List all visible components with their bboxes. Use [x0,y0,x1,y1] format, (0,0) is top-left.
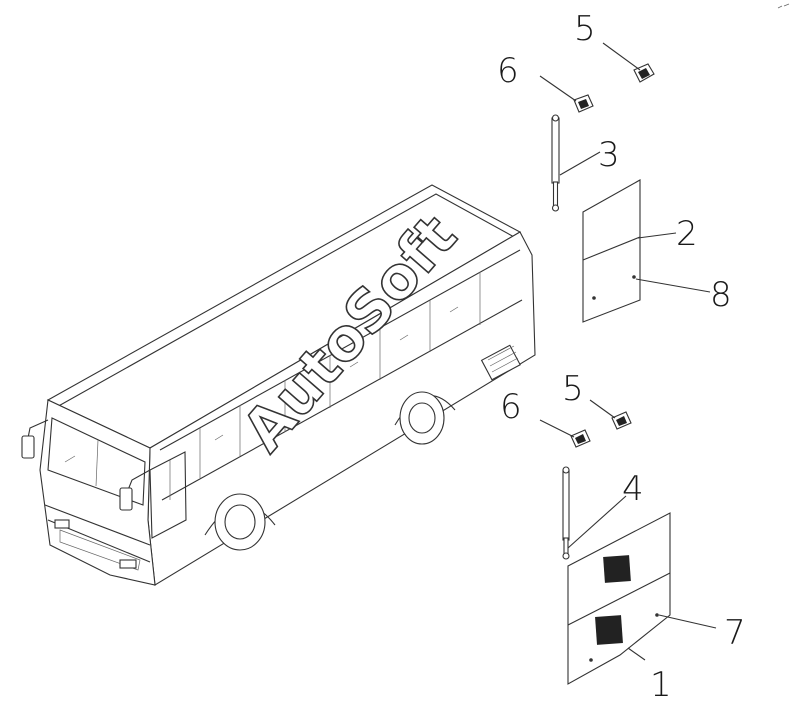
part-3-gas-strut [551,114,560,212]
part-6-lower-bracket [570,429,591,448]
part-4-gas-strut [562,466,570,560]
callout-7: 7 [724,613,746,653]
part-5-upper-bracket [633,63,655,83]
part-2-upper-panel [582,179,641,323]
callout-6-upper: 6 [497,51,519,91]
callout-2: 2 [676,214,698,254]
callout-1: 1 [650,665,672,705]
callout-6-lower: 6 [500,387,522,427]
callout-5-lower: 5 [562,369,584,409]
bus-illustration [21,184,536,586]
part-5-lower-bracket [611,411,632,430]
callout-5-upper: 5 [574,9,596,49]
callout-4: 4 [622,469,644,509]
callout-8: 8 [710,275,732,315]
callout-3: 3 [598,135,620,175]
part-6-upper-bracket [573,94,594,113]
part-1-lower-panel [567,512,671,685]
